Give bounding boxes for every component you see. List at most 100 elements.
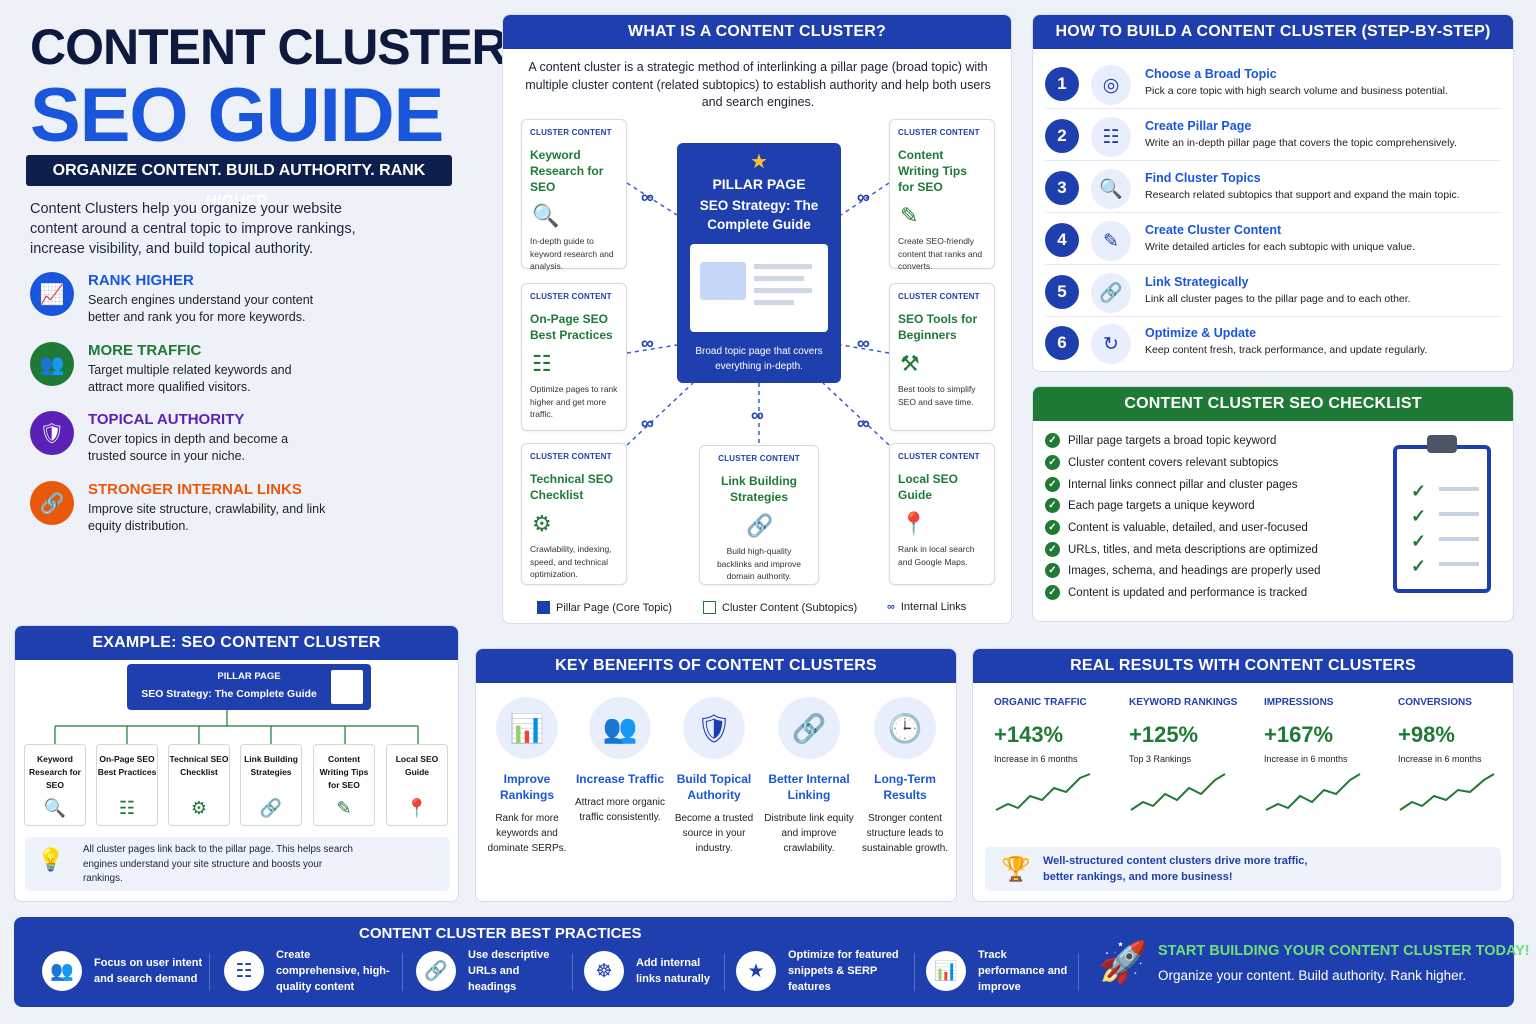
- benefit-title: Improve Rankings: [499, 772, 554, 802]
- link-icon: 🔗: [259, 798, 283, 818]
- network-icon: ☸: [584, 951, 624, 991]
- example-panel: EXAMPLE: SEO CONTENT CLUSTER PILLAR PAGE…: [14, 625, 459, 902]
- page-title-line2: SEO GUIDE: [30, 73, 444, 158]
- link-icon: ∞: [887, 601, 895, 613]
- result-value: +167%: [1264, 722, 1334, 747]
- results-panel: REAL RESULTS WITH CONTENT CLUSTERS ORGAN…: [972, 648, 1514, 902]
- pencil-icon: ✎: [1091, 221, 1131, 261]
- feature-title: MORE TRAFFIC: [88, 342, 202, 359]
- trend-line-icon: [995, 773, 1091, 811]
- example-box-label: Keyword Research for SEO: [29, 754, 81, 790]
- bar-chart-icon: 📊: [496, 697, 558, 759]
- gear-icon: ⚙: [532, 511, 552, 536]
- how-to-panel: HOW TO BUILD A CONTENT CLUSTER (STEP-BY-…: [1032, 14, 1514, 372]
- best-practice-item: ★ Optimize for featured snippets & SERP f…: [736, 949, 912, 993]
- checklist-text: Content is updated and performance is tr…: [1068, 586, 1308, 599]
- page-mockup-icon: [690, 244, 828, 332]
- pen-icon: ✎: [900, 203, 919, 228]
- step-number: 3: [1045, 171, 1079, 205]
- users-icon: 👥: [589, 697, 651, 759]
- feature-desc: Improve site structure, crawlability, an…: [88, 502, 326, 533]
- checklist-text: Images, schema, and headings are properl…: [1068, 564, 1321, 577]
- trend-line-icon: [1399, 773, 1495, 811]
- check-icon: ✓: [1045, 433, 1060, 448]
- step-desc: Write an in-depth pillar page that cover…: [1145, 137, 1457, 149]
- step-desc: Pick a core topic with high search volum…: [1145, 85, 1448, 97]
- best-practice-text: Create comprehensive, high-quality conte…: [276, 949, 390, 993]
- divider: [572, 953, 573, 991]
- cluster-label: CLUSTER CONTENT: [718, 454, 800, 463]
- best-practices-heading: CONTENT CLUSTER BEST PRACTICES: [359, 925, 642, 942]
- step-number: 5: [1045, 275, 1079, 309]
- step-title: Find Cluster Topics: [1145, 171, 1261, 185]
- step-number: 2: [1045, 119, 1079, 153]
- example-note: 💡 All cluster pages link back to the pil…: [25, 837, 450, 891]
- step-desc: Research related subtopics that support …: [1145, 189, 1460, 201]
- cluster-desc: Best tools to simplify SEO and save time…: [898, 384, 976, 407]
- step-title: Create Pillar Page: [1145, 119, 1252, 133]
- gear-icon: ⚙: [190, 798, 208, 818]
- best-practice-text: Use descriptive URLs and headings: [468, 949, 550, 993]
- document-icon: ☷: [1091, 117, 1131, 157]
- search-icon: 🔍: [1091, 169, 1131, 209]
- result-desc: Increase in 6 months: [1398, 754, 1482, 764]
- link-icon: ∞: [641, 187, 654, 207]
- example-note-text: All cluster pages link back to the pilla…: [83, 844, 353, 884]
- star-icon: ★: [736, 951, 776, 991]
- result-item: IMPRESSIONS+167%Increase in 6 months: [1264, 697, 1384, 821]
- check-icon: ✓: [1045, 520, 1060, 535]
- example-box-label: Link Building Strategies: [244, 754, 298, 777]
- rocket-icon: 🚀: [1098, 941, 1148, 985]
- pillar-title: SEO Strategy: The Complete Guide: [699, 198, 819, 232]
- example-box-label: On-Page SEO Best Practices: [97, 754, 157, 777]
- feature-title: STRONGER INTERNAL LINKS: [88, 481, 302, 498]
- cta-subtitle: Organize your content. Build authority. …: [1158, 968, 1467, 983]
- cluster-card: CLUSTER CONTENT On-Page SEO Best Practic…: [521, 283, 627, 431]
- example-box-label: Local SEO Guide: [395, 754, 439, 777]
- result-value: +125%: [1129, 722, 1199, 747]
- result-item: CONVERSIONS+98%Increase in 6 months: [1398, 697, 1513, 821]
- link-icon: ∞: [641, 413, 654, 433]
- checklist-text: Pillar page targets a broad topic keywor…: [1068, 434, 1277, 447]
- check-icon: ✓: [1045, 477, 1060, 492]
- example-box: Technical SEO Checklist⚙: [168, 744, 230, 826]
- tree-lines: [54, 710, 419, 744]
- checklist-text: URLs, titles, and meta descriptions are …: [1068, 543, 1318, 556]
- example-box: On-Page SEO Best Practices☷: [96, 744, 158, 826]
- checklist-item: ✓ Pillar page targets a broad topic keywo…: [1045, 433, 1276, 448]
- divider: [209, 953, 210, 991]
- cluster-card: CLUSTER CONTENT Technical SEO Checklist …: [521, 443, 627, 585]
- best-practice-text: Optimize for featured snippets & SERP fe…: [788, 949, 899, 993]
- check-icon: ✓: [1045, 498, 1060, 513]
- panel-heading: KEY BENEFITS OF CONTENT CLUSTERS: [476, 649, 956, 683]
- refresh-icon: ↻: [1091, 324, 1131, 364]
- bar-chart-icon: 📊: [926, 951, 966, 991]
- pillar-title: SEO Strategy: The Complete Guide: [141, 688, 317, 700]
- checklist-text: Cluster content covers relevant subtopic…: [1068, 456, 1279, 469]
- star-icon: ★: [750, 151, 768, 173]
- legend-swatch: [703, 601, 716, 614]
- cluster-name: Content Writing Tips for SEO: [898, 148, 967, 194]
- feature-desc: Cover topics in depth and become a trust…: [88, 432, 289, 463]
- trend-line-icon: [1130, 773, 1226, 811]
- bar-chart-icon: 📈: [30, 272, 74, 316]
- check-icon: ✓: [1045, 542, 1060, 557]
- cluster-label: CLUSTER CONTENT: [530, 292, 612, 301]
- step-desc: Keep content fresh, track performance, a…: [1145, 344, 1428, 356]
- cluster-label: CLUSTER CONTENT: [898, 128, 980, 137]
- best-practice-text: Focus on user intent and search demand: [94, 957, 203, 985]
- best-practice-item: ☷Create comprehensive, high-quality cont…: [224, 949, 394, 993]
- link-icon: ∞: [857, 413, 870, 433]
- check-icon: ✓: [1045, 455, 1060, 470]
- legend-links: ∞Internal Links: [887, 601, 966, 613]
- checklist-item: ✓ URLs, titles, and meta descriptions are…: [1045, 542, 1318, 557]
- best-practice-item: 📊Track performance and improve: [926, 949, 1070, 993]
- cluster-card: CLUSTER CONTENT SEO Tools for Beginners …: [889, 283, 995, 431]
- result-desc: Increase in 6 months: [994, 754, 1078, 764]
- benefit-title: Increase Traffic: [575, 772, 665, 786]
- step-number: 4: [1045, 223, 1079, 257]
